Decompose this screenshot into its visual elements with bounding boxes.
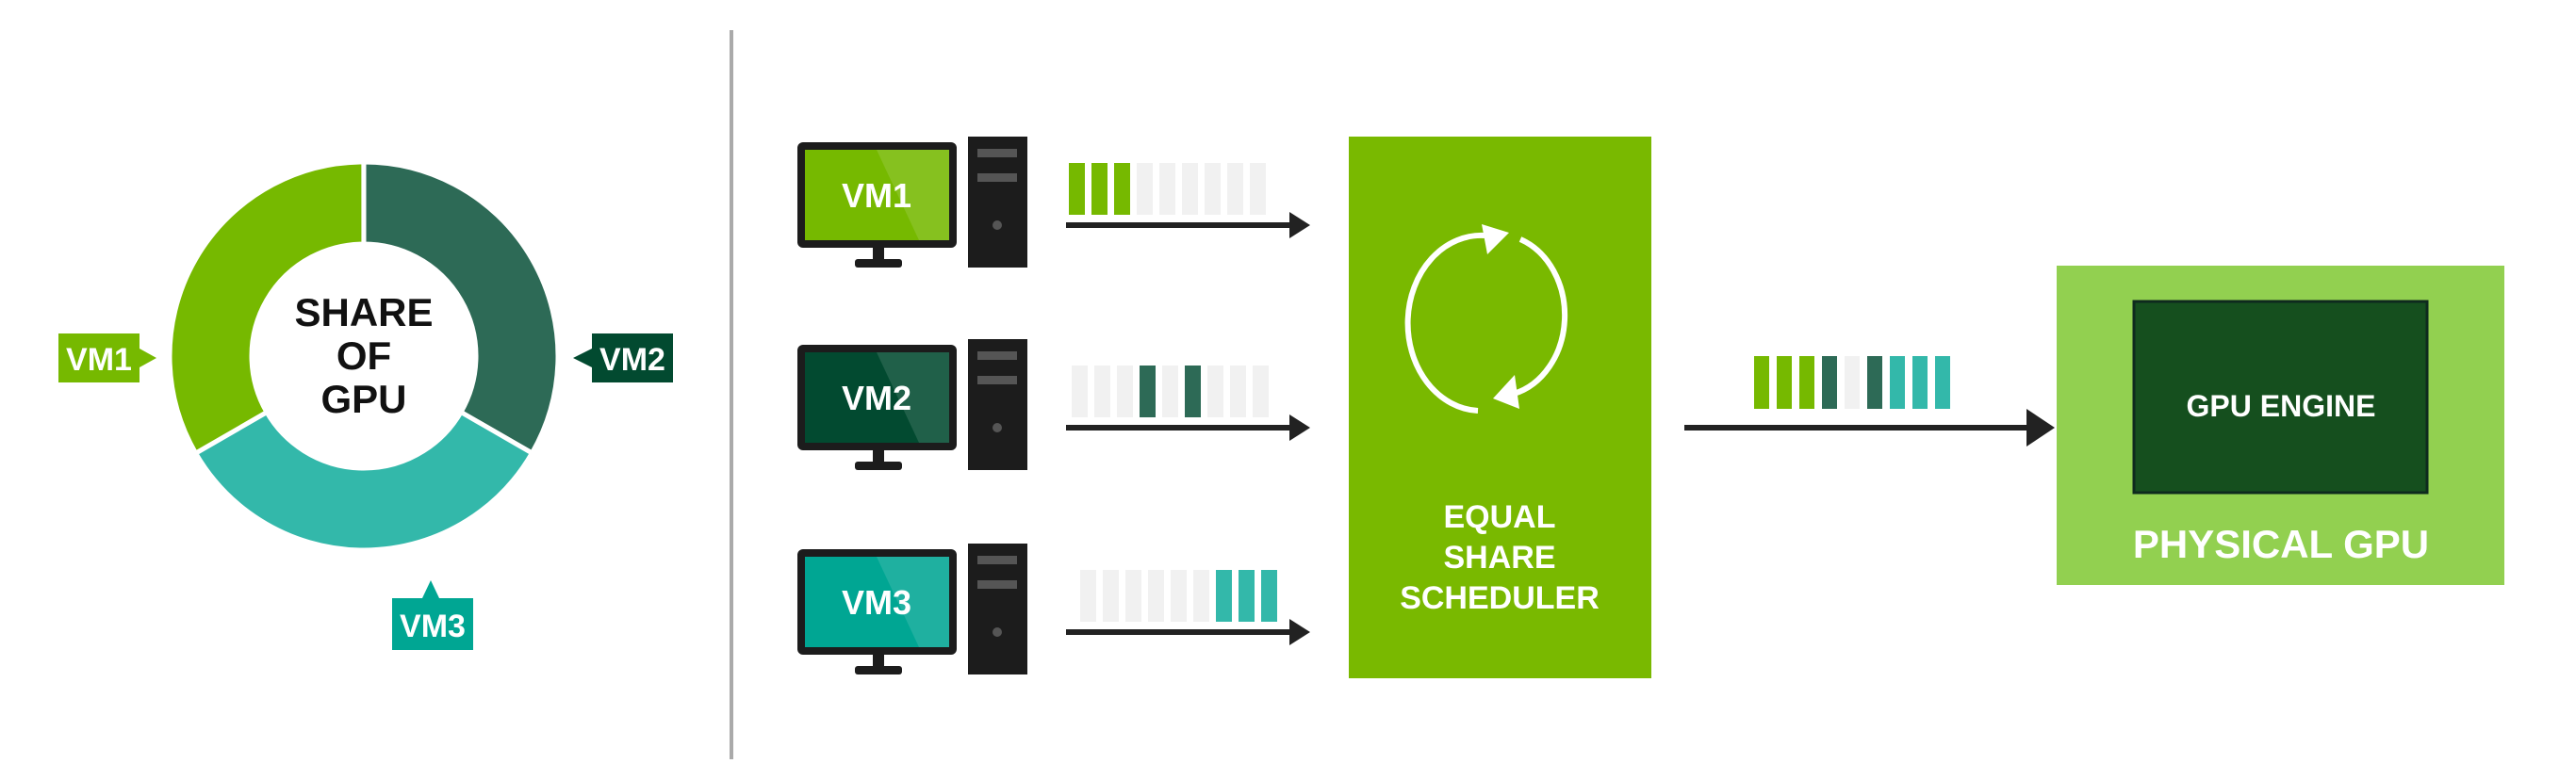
scheduler-label-line-1: EQUAL [1444, 499, 1556, 535]
vm-row-3: VM3 [797, 544, 1310, 674]
tower-icon [968, 137, 1027, 268]
vm-row-1: VM1 [797, 137, 1310, 268]
cycle-arrows-icon [1404, 224, 1568, 414]
monitor-icon: VM2 [797, 345, 957, 470]
donut-center-line-3: GPU [320, 377, 406, 421]
queue-cell-vm1 [1114, 163, 1130, 215]
queue-cell-empty [1148, 570, 1164, 622]
output-queue-cell-vm1 [1754, 356, 1769, 409]
legend-label-vm1: VM1 [58, 333, 156, 382]
queue-cell-empty [1159, 163, 1175, 215]
monitor-icon: VM1 [797, 142, 957, 268]
queue-cell-empty [1250, 163, 1266, 215]
donut-slice-vm3 [192, 409, 535, 553]
gpu-engine-label: GPU ENGINE [2187, 389, 2376, 423]
tower-icon [968, 339, 1027, 470]
queue-cell-empty [1193, 570, 1209, 622]
queue-cell-empty [1117, 366, 1133, 417]
queue-cell-empty [1230, 366, 1246, 417]
output-queue-cell-vm1 [1799, 356, 1814, 409]
legend-label-vm1-text: VM1 [66, 342, 132, 378]
vm-row-2: VM2 [797, 339, 1310, 470]
donut-slice-vm2 [361, 159, 561, 457]
output-queue-cell-vm1 [1777, 356, 1792, 409]
donut-slice-vm1 [167, 159, 367, 457]
vm-queue [1080, 570, 1277, 622]
vm-arrow [1066, 414, 1310, 441]
queue-cell-vm3 [1261, 570, 1277, 622]
monitor-icon: VM3 [797, 549, 957, 674]
legend-label-vm3: VM3 [392, 580, 473, 650]
queue-cell-vm1 [1091, 163, 1108, 215]
queue-cell-empty [1094, 366, 1110, 417]
queue-cell-empty [1080, 570, 1096, 622]
legend-label-vm2: VM2 [573, 333, 673, 382]
donut-center-line-2: OF [336, 333, 391, 378]
donut-center-line-1: SHARE [294, 290, 433, 334]
share-of-gpu-donut [167, 159, 561, 553]
vm-arrow [1066, 212, 1310, 238]
queue-cell-empty [1253, 366, 1269, 417]
output-queue-cell-empty [1845, 356, 1860, 409]
output-queue-cell-vm2 [1822, 356, 1837, 409]
queue-cell-empty [1125, 570, 1141, 622]
equal-share-scheduler: EQUAL SHARE SCHEDULER [1349, 137, 1651, 678]
queue-cell-vm3 [1216, 570, 1232, 622]
physical-gpu: GPU ENGINE PHYSICAL GPU [2057, 266, 2504, 585]
queue-cell-empty [1137, 163, 1153, 215]
queue-cell-empty [1072, 366, 1088, 417]
vm-queue [1069, 163, 1266, 215]
output-queue-cell-vm3 [1935, 356, 1950, 409]
queue-cell-empty [1207, 366, 1223, 417]
queue-cell-empty [1171, 570, 1187, 622]
vm-screen-label: VM1 [842, 176, 911, 215]
legend-label-vm3-text: VM3 [400, 609, 466, 644]
output-queue-cell-vm2 [1867, 356, 1882, 409]
scheduler-label-line-2: SHARE [1443, 540, 1555, 576]
gpu-engine-box [2132, 300, 2429, 495]
output-queue [1754, 356, 1950, 409]
queue-cell-empty [1103, 570, 1119, 622]
vm-arrow [1066, 619, 1310, 645]
queue-cell-empty [1162, 366, 1178, 417]
output-queue-cell-vm3 [1912, 356, 1928, 409]
queue-cell-vm3 [1239, 570, 1255, 622]
queue-cell-empty [1227, 163, 1243, 215]
vm-queue [1072, 366, 1269, 417]
vm-screen-label: VM3 [842, 583, 911, 622]
legend-label-vm2-text: VM2 [599, 342, 665, 378]
vm-screen-label: VM2 [842, 379, 911, 417]
queue-cell-vm2 [1185, 366, 1201, 417]
physical-gpu-label: PHYSICAL GPU [2133, 522, 2429, 566]
queue-cell-vm1 [1069, 163, 1085, 215]
output-queue-cell-vm3 [1890, 356, 1905, 409]
queue-cell-empty [1205, 163, 1221, 215]
tower-icon [968, 544, 1027, 674]
output-arrow [1684, 409, 2055, 447]
scheduler-label-line-3: SCHEDULER [1400, 580, 1600, 616]
queue-cell-vm2 [1140, 366, 1156, 417]
queue-cell-empty [1182, 163, 1198, 215]
